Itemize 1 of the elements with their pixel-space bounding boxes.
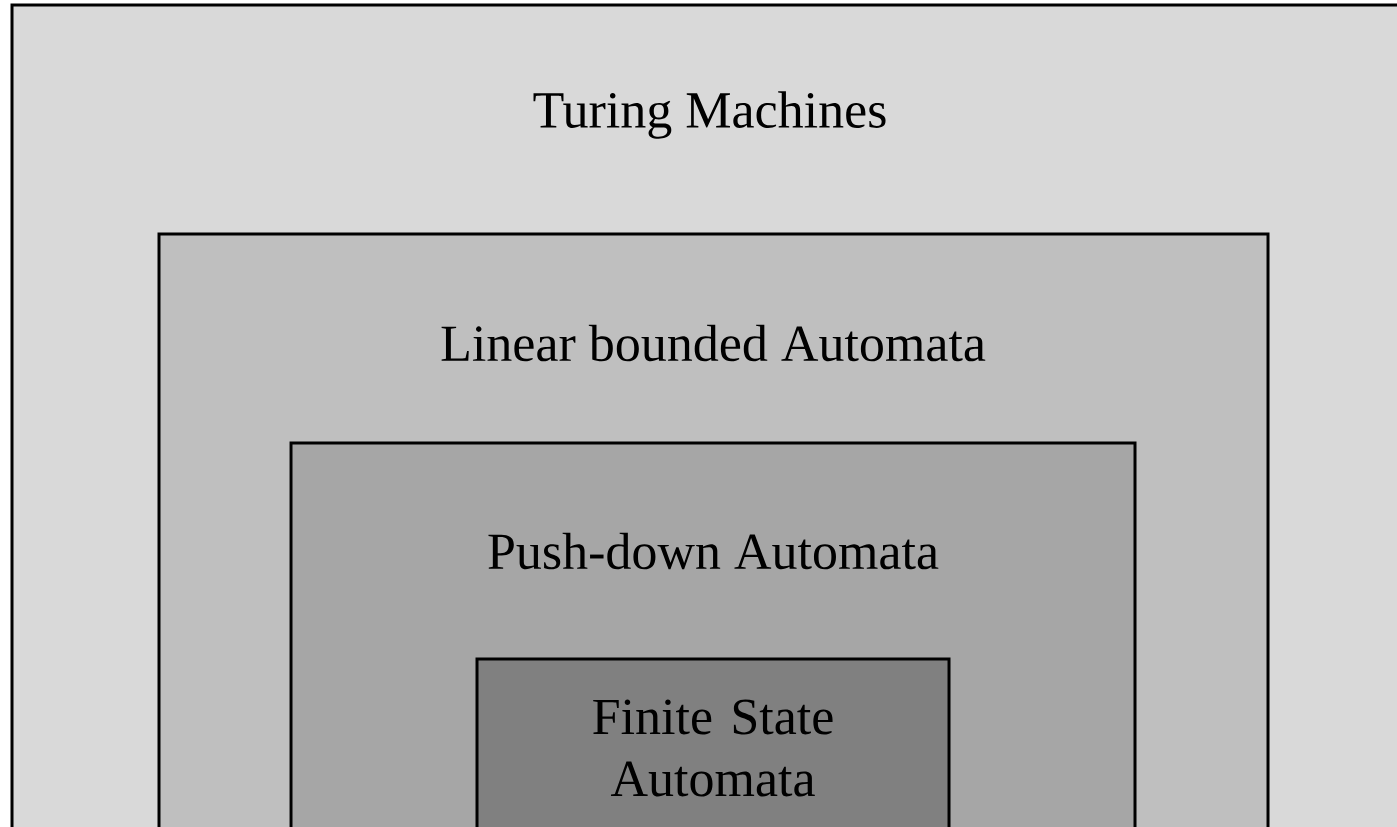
nested-box: Finite State Automata [475, 657, 951, 827]
